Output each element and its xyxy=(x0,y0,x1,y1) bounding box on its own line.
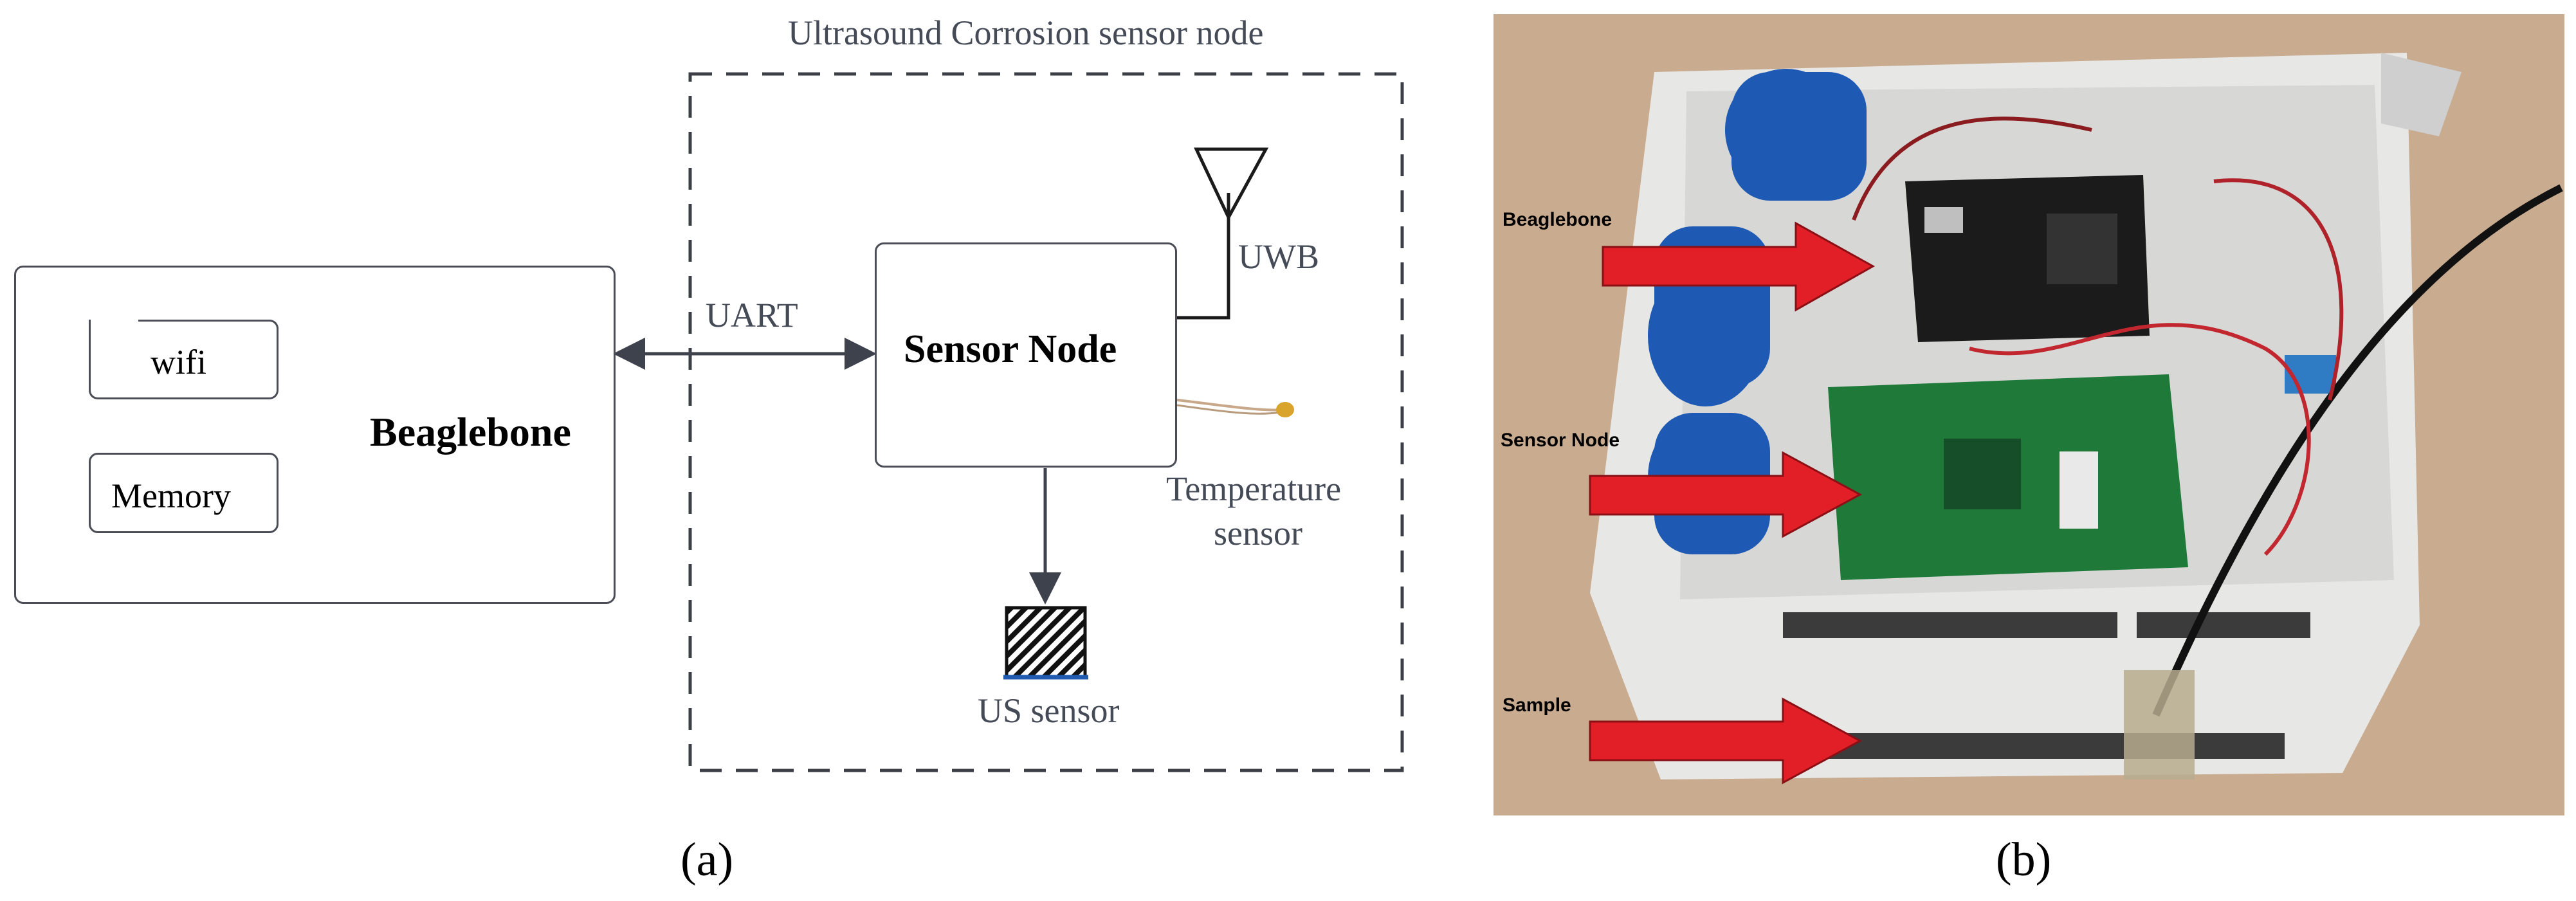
us-sensor-label: US sensor xyxy=(978,691,1120,730)
uwb-label: UWB xyxy=(1238,237,1319,276)
temperature-label-line2: sensor xyxy=(1214,514,1302,552)
us-sensor-block xyxy=(1005,606,1087,679)
uart-label: UART xyxy=(706,296,798,334)
photo-sample-label: Sample xyxy=(1503,695,1571,716)
memory-block xyxy=(89,453,279,533)
beaglebone-label: Beaglebone xyxy=(370,409,571,455)
memory-label: Memory xyxy=(111,477,231,515)
beaglebone-block xyxy=(14,266,616,604)
sensor-node-label: Sensor Node xyxy=(904,327,1117,371)
wifi-label: wifi xyxy=(151,343,206,381)
temperature-probe-icon xyxy=(1176,399,1294,417)
sensor-node-arrow xyxy=(1589,451,1863,538)
beaglebone-arrow xyxy=(1602,221,1876,312)
sensor-node-block xyxy=(875,242,1177,468)
uwb-antenna-icon xyxy=(1176,147,1269,320)
caption-a: (a) xyxy=(681,833,734,886)
enclosure-title: Ultrasound Corrosion sensor node xyxy=(788,14,1264,52)
temperature-label-line1: Temperature xyxy=(1166,469,1342,508)
wifi-block xyxy=(89,320,279,399)
sensor-node-enclosure xyxy=(688,72,1404,772)
photo-sensor-node-label: Sensor Node xyxy=(1501,430,1620,451)
sample-arrow xyxy=(1589,697,1863,785)
panel-b-photo xyxy=(1494,14,2564,815)
caption-b: (b) xyxy=(1996,833,2052,886)
wifi-block-top-edge xyxy=(138,320,279,332)
photo-beaglebone-label: Beaglebone xyxy=(1503,209,1612,230)
